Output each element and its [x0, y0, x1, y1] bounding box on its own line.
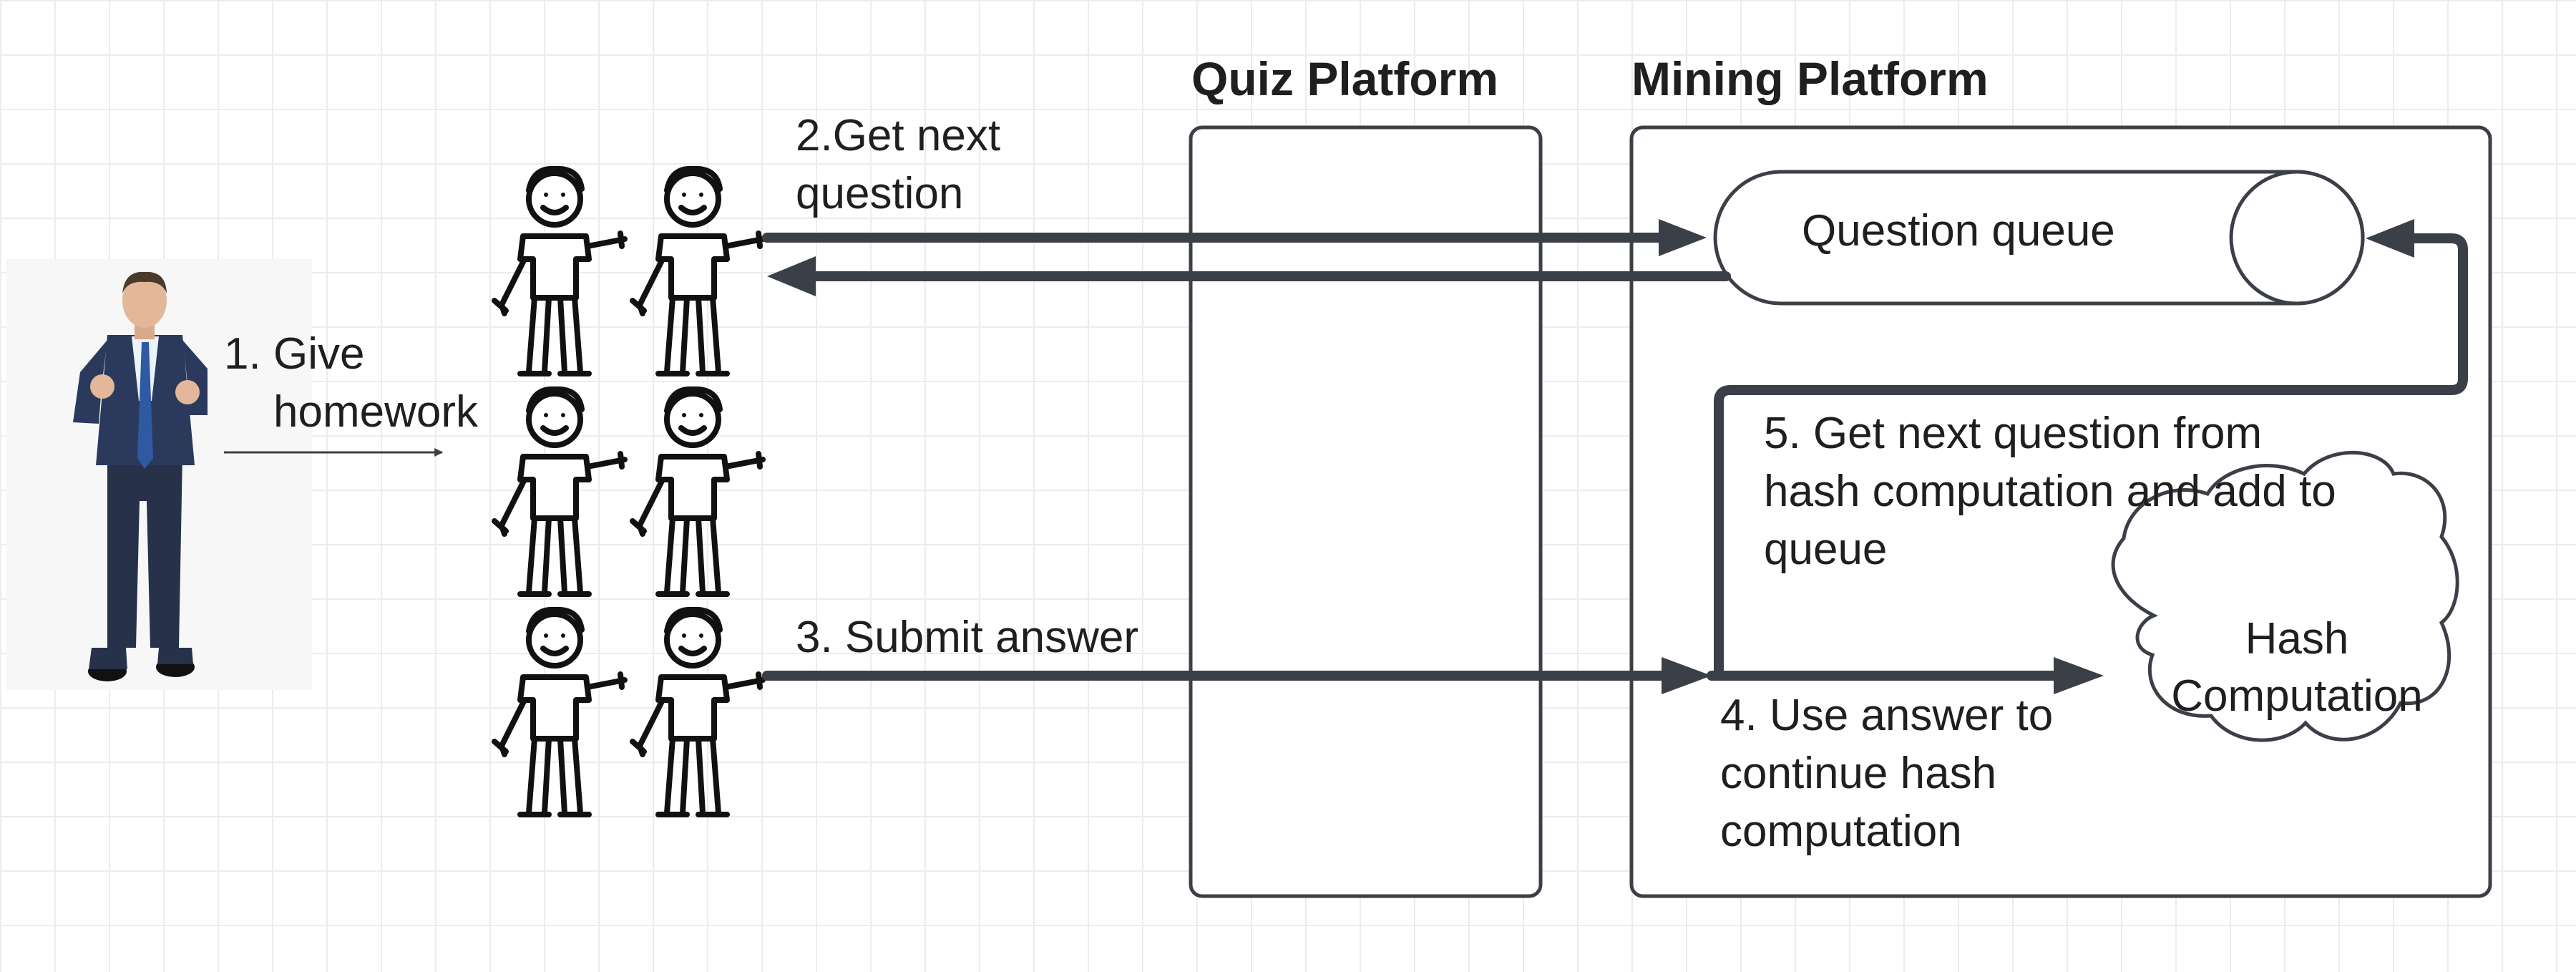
stick-figure-icon — [630, 606, 766, 817]
students-group — [492, 165, 766, 817]
question-queue-label: Question queue — [1802, 206, 2115, 256]
teacher-person-icon — [6, 259, 312, 690]
quiz-platform-box — [1189, 125, 1543, 898]
stick-figure-icon — [630, 165, 766, 376]
mining-platform-title: Mining Platform — [1631, 52, 1989, 105]
question-queue-cylinder — [1713, 170, 2365, 306]
submit-answer-label: 3. Submit answer — [796, 613, 1138, 662]
stick-figure-icon — [492, 606, 628, 817]
use-answer-label-line2: continue hash — [1720, 749, 1997, 798]
give-homework-label-word1: Give — [273, 329, 365, 379]
use-answer-arrow — [1707, 657, 2104, 694]
use-answer-label-line3: computation — [1720, 807, 1962, 856]
stick-figure-icon — [492, 386, 628, 597]
next-from-hash-label-line1: 5. Get next question from — [1764, 409, 2263, 458]
use-answer-label-line1: 4. Use answer to — [1720, 691, 2054, 740]
get-next-question-label-line2: question — [796, 169, 964, 218]
stick-figure-icon — [630, 386, 766, 597]
hash-computation-label-line1: Hash — [2245, 614, 2349, 664]
add-to-queue-arrow — [1714, 219, 2468, 681]
next-from-hash-label-line3: queue — [1764, 525, 1888, 574]
hash-computation-cloud — [2111, 450, 2459, 742]
quiz-platform-title: Quiz Platform — [1191, 52, 1499, 105]
get-next-question-label-line1: 2.Get next — [796, 111, 1001, 160]
return-question-arrow — [767, 256, 1731, 296]
submit-answer-arrow — [762, 657, 1712, 694]
give-homework-step-number: 1. — [224, 329, 261, 379]
give-homework-label-word2: homework — [273, 387, 478, 437]
request-question-arrow — [762, 219, 1707, 256]
stick-figure-icon — [492, 165, 628, 376]
hash-computation-label-line2: Computation — [2171, 671, 2423, 721]
next-from-hash-label-line2: hash computation and add to — [1764, 467, 2336, 516]
